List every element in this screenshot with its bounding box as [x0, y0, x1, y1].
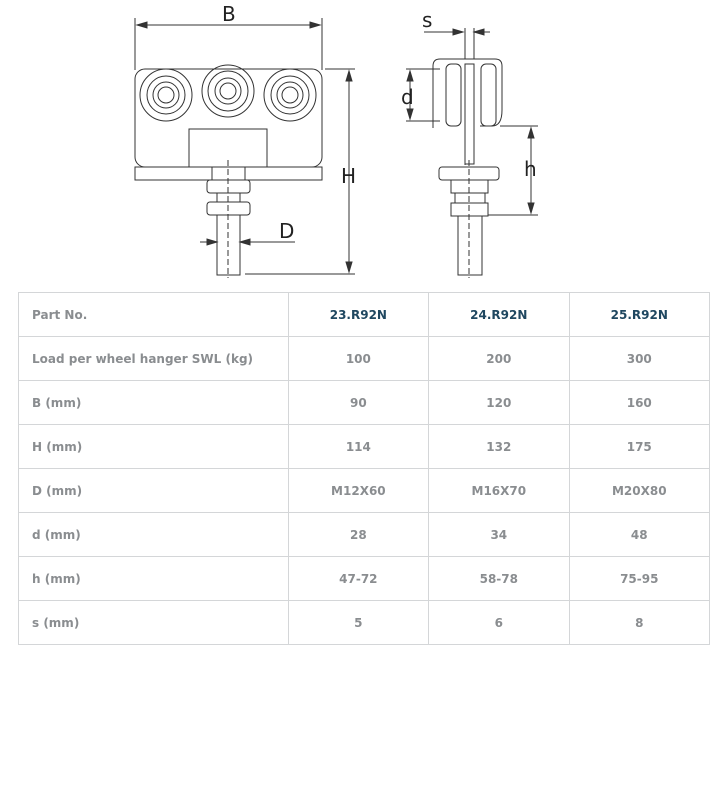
row-label: Part No.	[18, 292, 289, 337]
cell-value: 100	[287, 336, 430, 381]
row-label: B (mm)	[18, 380, 289, 425]
label-d: d	[401, 85, 414, 109]
cell-value: 75-95	[568, 556, 711, 601]
cell-value: 200	[428, 336, 570, 381]
cell-value: M12X60	[287, 468, 430, 513]
cell-value: 6	[428, 600, 570, 645]
row-label: d (mm)	[18, 512, 289, 557]
row-label: s (mm)	[18, 600, 289, 645]
cell-value: 5	[287, 600, 430, 645]
technical-drawing: B H D s d h	[134, 2, 538, 278]
cell-value: 48	[568, 512, 711, 557]
label-h: h	[524, 157, 537, 181]
cell-value: M16X70	[428, 468, 570, 513]
cell-value: 58-78	[428, 556, 570, 601]
label-H: H	[341, 164, 356, 188]
cell-value: 25.R92N	[568, 292, 711, 337]
cell-value: 90	[287, 380, 430, 425]
label-s: s	[422, 8, 432, 32]
cell-value: 47-72	[287, 556, 430, 601]
cell-value: M20X80	[568, 468, 711, 513]
cell-value: 175	[568, 424, 711, 469]
cell-value: 28	[287, 512, 430, 557]
front-view: B H D	[134, 2, 356, 278]
cell-value: 34	[428, 512, 570, 557]
cell-value: 160	[568, 380, 711, 425]
label-D: D	[279, 219, 294, 243]
cell-value: 114	[287, 424, 430, 469]
cell-value: 132	[428, 424, 570, 469]
cell-value: 24.R92N	[428, 292, 570, 337]
cell-value: 23.R92N	[287, 292, 430, 337]
cell-value: 120	[428, 380, 570, 425]
cell-value: 300	[568, 336, 711, 381]
row-label: H (mm)	[18, 424, 289, 469]
side-view: s d h	[401, 8, 538, 278]
row-label: Load per wheel hanger SWL (kg)	[18, 336, 289, 381]
label-B: B	[222, 2, 236, 26]
row-label: h (mm)	[18, 556, 289, 601]
row-label: D (mm)	[18, 468, 289, 513]
cell-value: 8	[568, 600, 711, 645]
